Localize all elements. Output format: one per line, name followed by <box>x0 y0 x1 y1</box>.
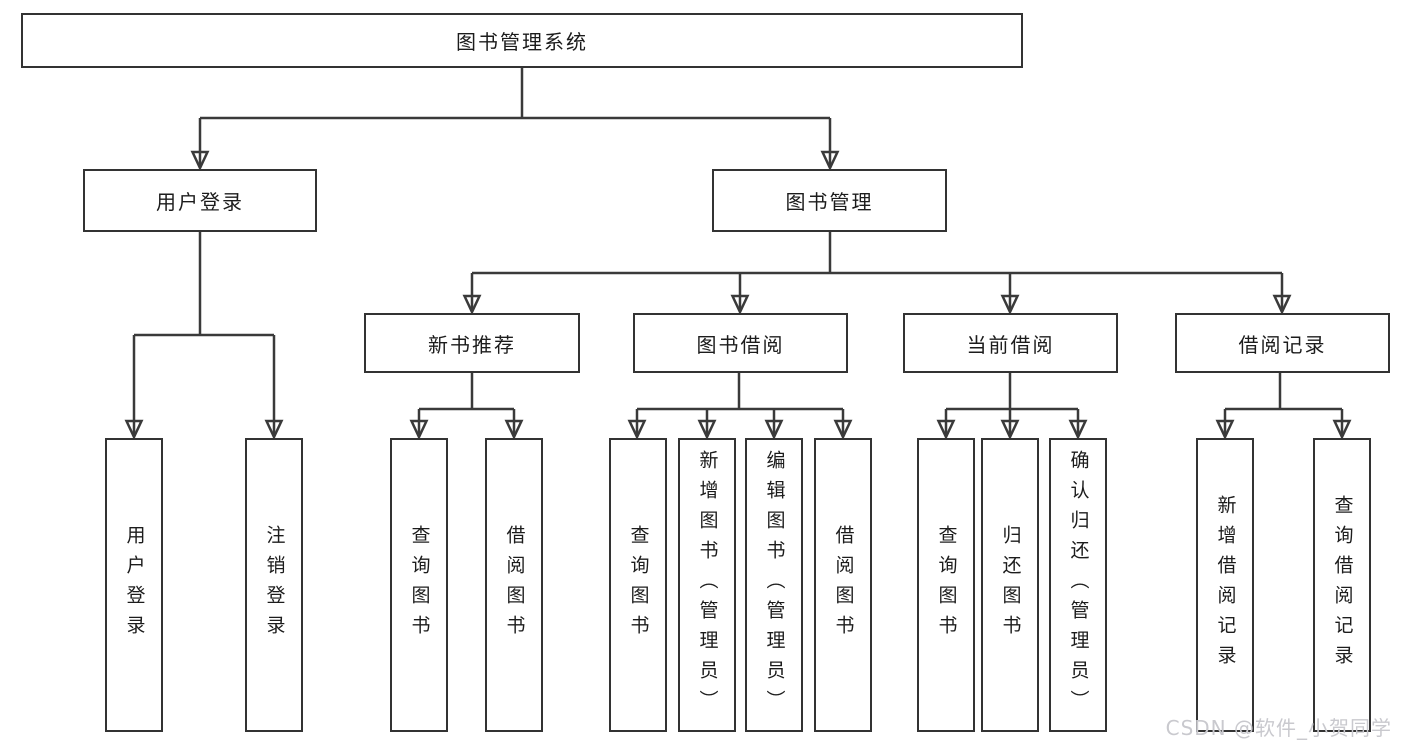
node-label: 图书管理系统 <box>456 30 588 54</box>
leaf-add-book-admin: 新增图书（管理员） <box>678 438 736 732</box>
leaf-label: 查询图书 <box>627 525 650 645</box>
node-new-book-recommend: 新书推荐 <box>364 313 580 373</box>
leaf-label: 归还图书 <box>999 525 1022 645</box>
leaf-edit-book-admin: 编辑图书（管理员） <box>745 438 803 732</box>
node-label: 当前借阅 <box>966 332 1055 357</box>
leaf-label: 借阅图书 <box>503 525 526 645</box>
leaf-label: 确认归还（管理员） <box>1067 450 1090 720</box>
leaf-label: 编辑图书（管理员） <box>763 450 786 720</box>
leaf-borrow-query-book: 查询图书 <box>609 438 667 732</box>
leaf-label: 查询图书 <box>408 525 431 645</box>
node-user-login: 用户登录 <box>83 169 317 232</box>
leaf-add-borrow-record: 新增借阅记录 <box>1196 438 1254 732</box>
leaf-label: 用户登录 <box>123 525 146 645</box>
node-book-borrow: 图书借阅 <box>633 313 848 373</box>
leaf-logout: 注销登录 <box>245 438 303 732</box>
leaf-current-query-book: 查询图书 <box>917 438 975 732</box>
node-root-library-system: 图书管理系统 <box>21 13 1023 68</box>
node-label: 图书借阅 <box>696 332 785 357</box>
leaf-label: 查询图书 <box>935 525 958 645</box>
leaf-label: 新增图书（管理员） <box>696 450 719 720</box>
node-label: 图书管理 <box>785 190 874 214</box>
leaf-borrow-borrow-book: 借阅图书 <box>814 438 872 732</box>
leaf-user-login: 用户登录 <box>105 438 163 732</box>
leaf-return-book: 归还图书 <box>981 438 1039 732</box>
leaf-label: 新增借阅记录 <box>1214 495 1237 675</box>
node-label: 新书推荐 <box>428 332 516 357</box>
leaf-label: 注销登录 <box>263 525 286 645</box>
leaf-query-borrow-record: 查询借阅记录 <box>1313 438 1371 732</box>
node-book-management: 图书管理 <box>712 169 947 232</box>
node-label: 借阅记录 <box>1238 332 1327 357</box>
leaf-newrec-borrow-book: 借阅图书 <box>485 438 543 732</box>
node-borrow-records: 借阅记录 <box>1175 313 1390 373</box>
leaf-newrec-query-book: 查询图书 <box>390 438 448 732</box>
csdn-watermark: CSDN @软件_小贺同学 <box>1165 716 1392 740</box>
node-label: 用户登录 <box>156 190 244 214</box>
leaf-confirm-return-admin: 确认归还（管理员） <box>1049 438 1107 732</box>
leaf-label: 查询借阅记录 <box>1331 495 1354 675</box>
node-current-borrow: 当前借阅 <box>903 313 1118 373</box>
leaf-label: 借阅图书 <box>832 525 855 645</box>
